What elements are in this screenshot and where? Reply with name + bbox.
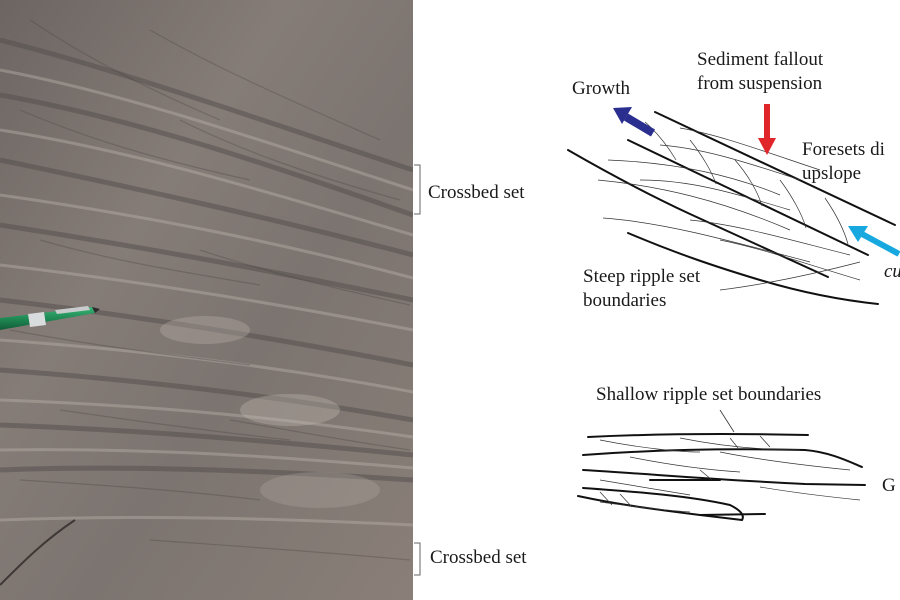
partial-right-clip: G: [882, 474, 900, 500]
fallout-label-line2: from suspension: [697, 73, 823, 94]
shallow-laminae: [599, 435, 861, 513]
foresets-label-clip: Foresets di upslope: [800, 138, 900, 188]
climbing-laminae: [597, 121, 861, 291]
steep-label-line2: boundaries: [583, 290, 667, 311]
current-label: cu: [884, 261, 900, 282]
rock-fracture: [0, 519, 76, 586]
foresets-label-line1: Foresets di: [802, 139, 885, 160]
foresets-label-line2: upslope: [802, 163, 862, 184]
shallow-set-boundaries: [577, 432, 866, 521]
crossbed-bracket-upper: [414, 164, 421, 215]
current-arrow: [848, 226, 900, 257]
outcrop-photo: [0, 0, 413, 600]
pale-patch: [240, 394, 340, 426]
growth-arrow: [613, 107, 656, 137]
shallow-leader: [719, 409, 735, 433]
pale-laminae: [0, 68, 413, 527]
fallout-arrow: [758, 104, 776, 155]
shallow-label: Shallow ripple set boundaries: [596, 384, 822, 405]
fallout-label-line1: Sediment fallout: [697, 49, 824, 70]
steep-label-line1: Steep ripple set: [583, 266, 701, 287]
growth-label: Growth: [572, 78, 631, 99]
pen-scale: [0, 306, 100, 330]
foreset-streaks: [9, 19, 411, 561]
current-label-clip: cu: [884, 260, 900, 286]
crossbed-bracket-lower: [414, 542, 421, 576]
crossbed-label-upper: Crossbed set: [428, 182, 525, 203]
partial-right-label: G: [882, 475, 896, 496]
dark-laminae: [0, 37, 413, 483]
pale-patch: [160, 316, 250, 344]
pale-patch: [260, 472, 380, 508]
crossbed-label-lower: Crossbed set: [430, 547, 527, 568]
